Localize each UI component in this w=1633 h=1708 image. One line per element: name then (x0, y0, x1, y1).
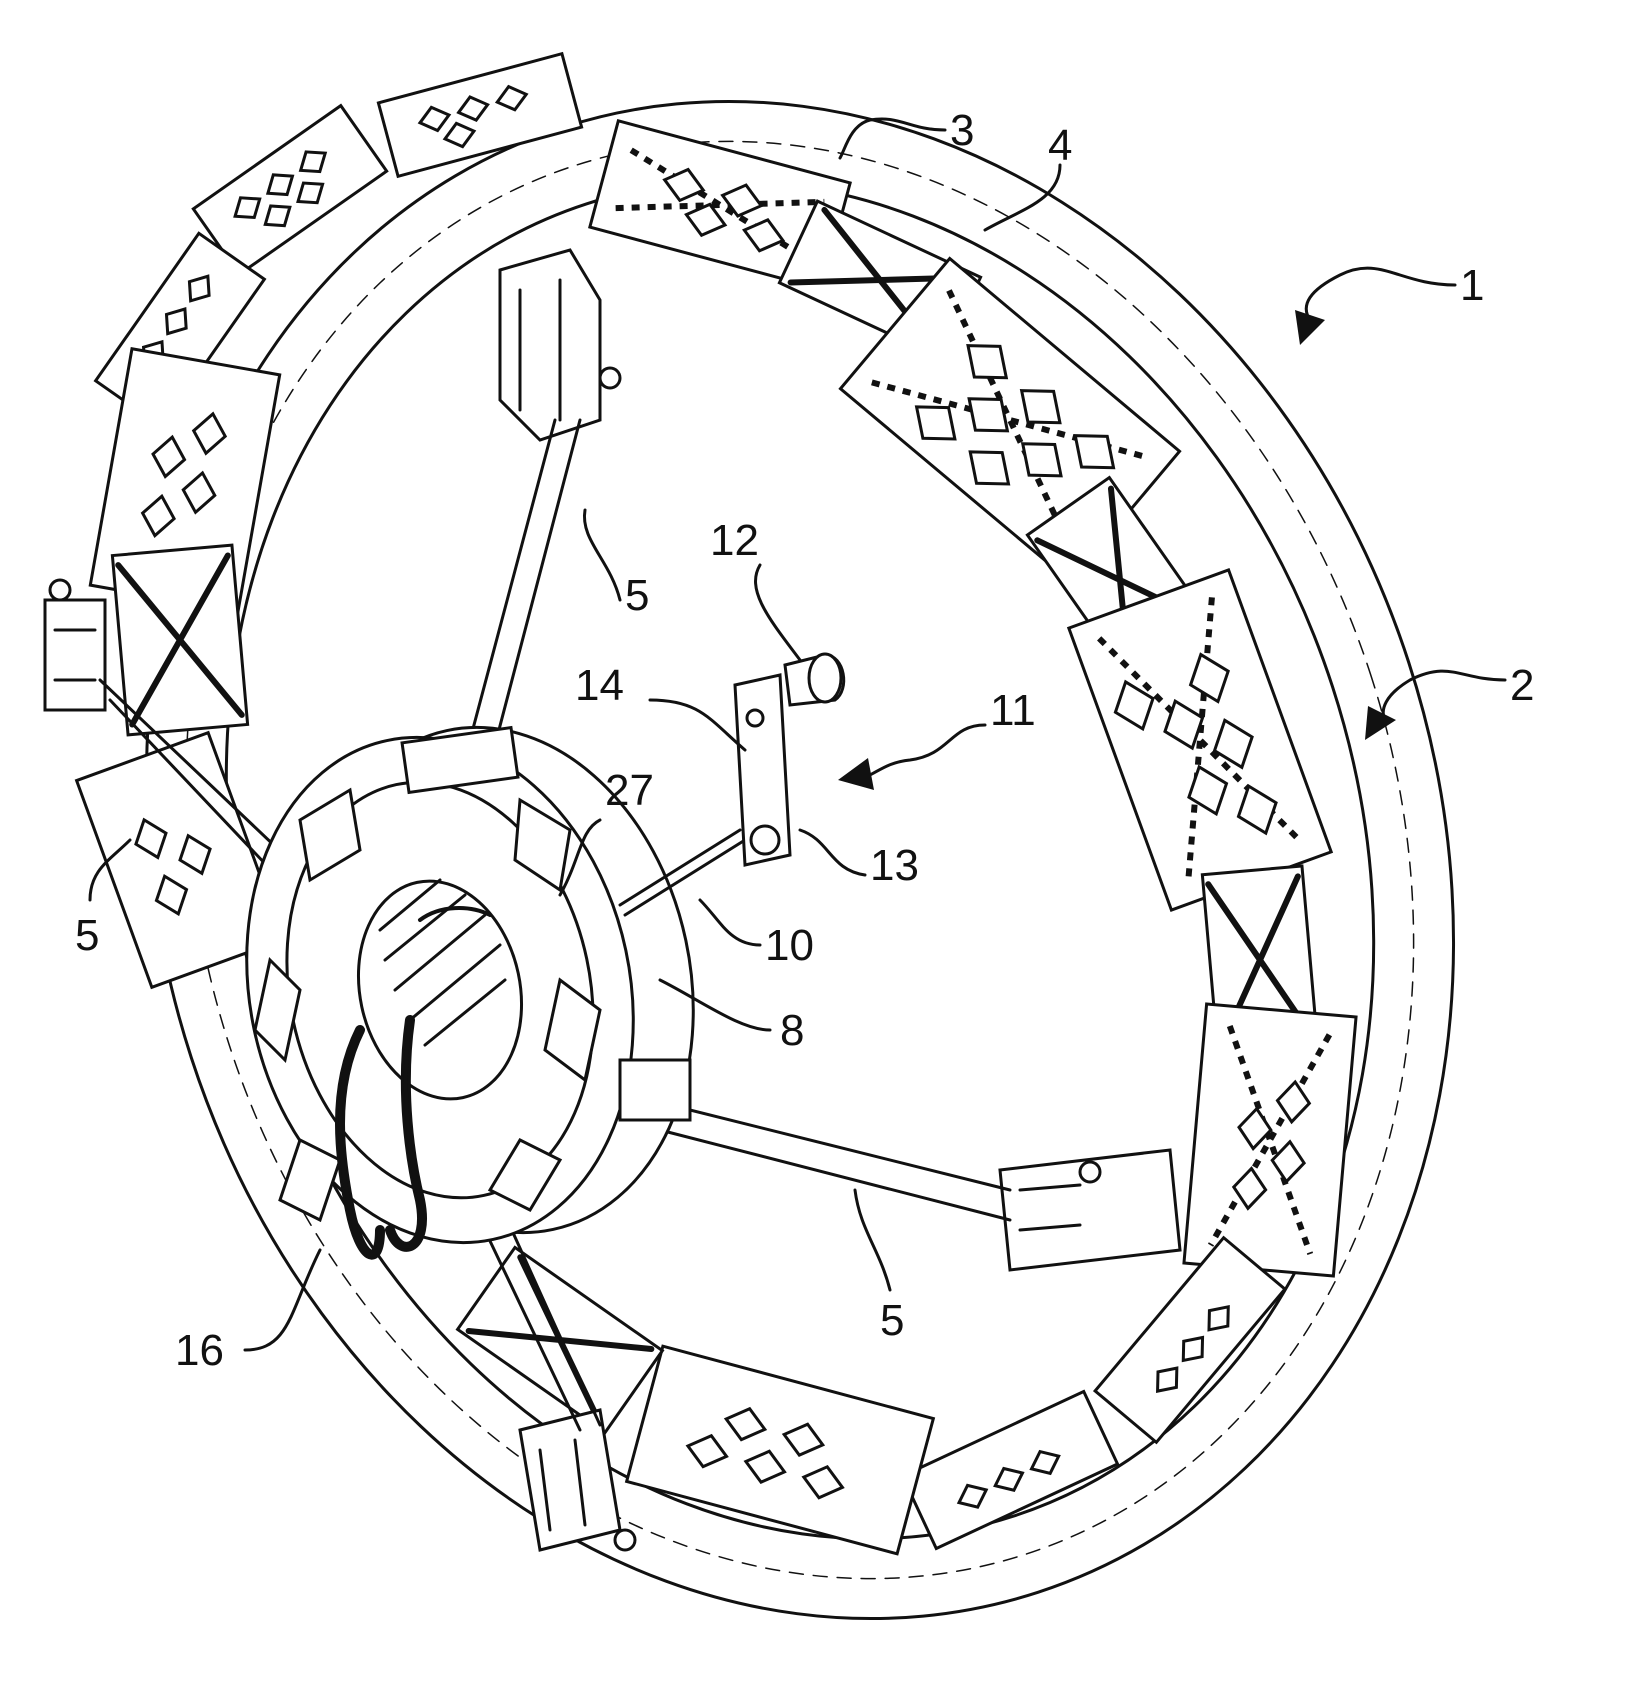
label-10: 10 (765, 921, 814, 970)
label-8: 8 (780, 1006, 804, 1055)
link-plate (1184, 1004, 1356, 1276)
label-11: 11 (990, 686, 1036, 735)
link-plate (1069, 570, 1331, 910)
link-plate (902, 1391, 1117, 1548)
label-5-bottom: 5 (880, 1296, 904, 1345)
label-13: 13 (870, 841, 919, 890)
label-3: 3 (950, 106, 974, 155)
clamp-left (45, 580, 105, 710)
link-plate (378, 54, 581, 177)
label-27: 27 (605, 766, 654, 815)
label-14: 14 (575, 661, 624, 710)
label-5-left: 5 (75, 911, 99, 960)
clamp-right (1000, 1150, 1180, 1270)
label-16: 16 (175, 1326, 224, 1375)
bracket-assembly-11 (735, 654, 844, 865)
clamp-bottom (520, 1410, 635, 1550)
label-4: 4 (1048, 121, 1072, 170)
label-1: 1 (1460, 261, 1484, 310)
label-2: 2 (1510, 661, 1534, 710)
hub-disc (201, 691, 739, 1279)
label-12: 12 (710, 516, 759, 565)
x-link (112, 545, 247, 735)
link-plate (627, 1346, 934, 1554)
label-5-top: 5 (625, 571, 649, 620)
clamp-top (500, 250, 620, 440)
